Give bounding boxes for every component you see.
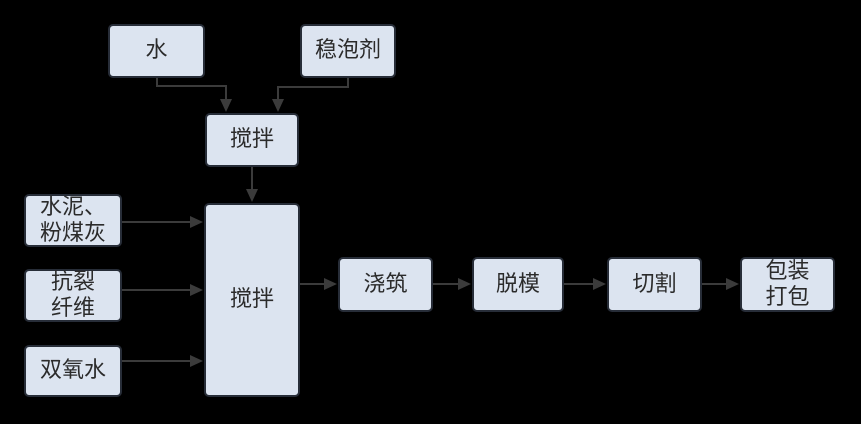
node-pouring-label: 浇筑 [363, 271, 408, 297]
node-packaging-label: 包装 打包 [765, 258, 810, 310]
node-water-label: 水 [145, 38, 168, 64]
node-foam-stabilizer-label: 稳泡剂 [314, 38, 381, 64]
node-pouring: 浇筑 [338, 257, 433, 312]
node-foam-stabilizer: 稳泡剂 [300, 24, 396, 78]
node-cutting-label: 切割 [632, 271, 677, 297]
node-hydrogen-peroxide-label: 双氧水 [39, 358, 106, 384]
node-cement-flyash: 水泥、 粉煤灰 [24, 194, 122, 247]
node-mix-top-label: 搅拌 [229, 127, 274, 153]
connector-water-to-mix-top [156, 78, 232, 112]
node-cutting: 切割 [607, 257, 702, 312]
node-packaging: 包装 打包 [740, 257, 835, 312]
connector-foam-stabilizer-to-mix-top [272, 78, 349, 112]
node-hydrogen-peroxide: 双氧水 [24, 345, 122, 397]
node-anticrack-fiber-label: 抗裂 纤维 [50, 269, 95, 321]
node-mix-main: 搅拌 [204, 203, 300, 397]
node-mix-main-label: 搅拌 [229, 287, 274, 313]
node-water: 水 [108, 24, 205, 78]
node-mix-top: 搅拌 [205, 113, 299, 167]
node-cement-flyash-label: 水泥、 粉煤灰 [39, 194, 106, 246]
node-demolding: 脱模 [472, 257, 564, 312]
node-demolding-label: 脱模 [495, 271, 540, 297]
node-anticrack-fiber: 抗裂 纤维 [24, 269, 122, 322]
